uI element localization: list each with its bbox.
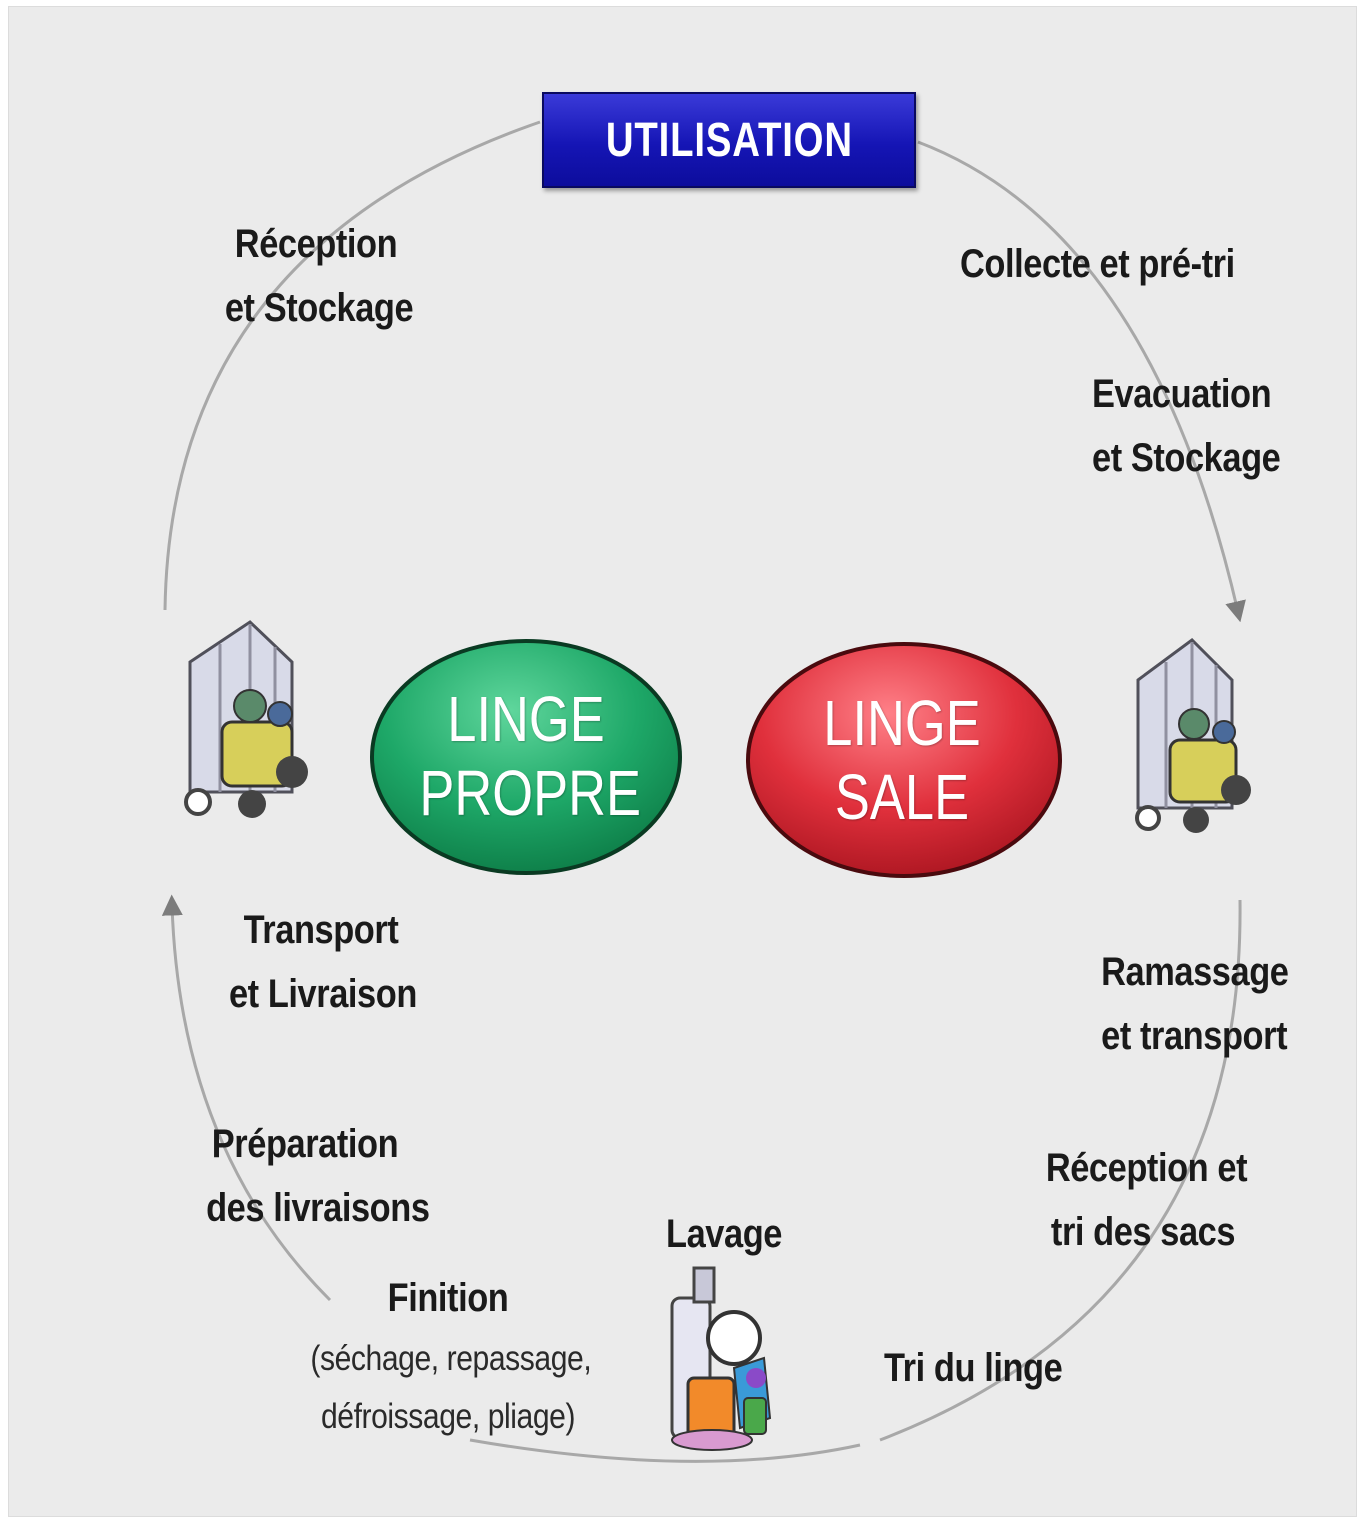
dirty-linen-line1: LINGE [823,687,981,759]
clean-linen-ellipse [370,639,682,875]
step-evacuation-line2: et Stockage [1092,436,1281,480]
step-reception-tri-sacs: Réception et tri des sacs [1045,1136,1248,1264]
cycle-arc-top-right [917,140,1246,623]
cycle-arc-bottom [469,1438,861,1463]
cycle-arc-left-top [163,120,541,611]
cycle-arc-bottom-left [161,894,332,1302]
step-collecte-text: Collecte et pré-tri [960,242,1235,286]
step-preparation-line2: des livraisons [206,1186,430,1230]
utilisation-title: UTILISATION [605,113,853,167]
step-transport-livraison: Transport et Livraison [228,898,417,1026]
step-tri-linge: Tri du linge [884,1336,1063,1400]
step-evacuation-line1: Evacuation [1092,372,1272,416]
step-ramassage-line2: et transport [1101,1014,1288,1058]
clean-linen-line2: PROPRE [419,757,642,829]
step-lavage-text: Lavage [666,1212,782,1256]
step-transport-line1: Transport [243,908,399,952]
step-reception-tri-line1: Réception et [1045,1146,1248,1190]
step-finition-detail2: défroissage, pliage) [320,1397,576,1436]
step-finition-title: Finition [387,1276,509,1320]
clean-linen-line1: LINGE [447,683,605,755]
dirty-linen-line2: SALE [834,761,970,833]
step-ramassage-transport: Ramassage et transport [1101,940,1289,1068]
dirty-linen-label: LINGE SALE [795,686,1008,834]
step-preparation-livraisons: Préparation des livraisons [206,1112,430,1240]
washing-products-icon [670,1266,772,1451]
step-transport-line2: et Livraison [228,972,417,1016]
step-tri-linge-text: Tri du linge [884,1346,1063,1390]
laundry-cart-icon [1135,638,1251,833]
step-ramassage-line1: Ramassage [1101,950,1289,994]
step-reception-stockage-line2: et Stockage [224,286,414,330]
step-preparation-line1: Préparation [211,1122,399,1166]
dirty-linen-ellipse [746,642,1062,878]
step-finition: Finition (séchage, repassage, défroissag… [310,1266,592,1446]
step-collecte-pretri: Collecte et pré-tri [960,232,1235,296]
cycle-arc-right-bottom [879,899,1242,1442]
utilisation-box: UTILISATION [542,92,916,188]
step-lavage: Lavage [666,1202,782,1266]
clean-linen-label: LINGE PROPRE [419,682,642,830]
step-reception-tri-line2: tri des sacs [1050,1210,1236,1254]
step-evacuation-stockage: Evacuation et Stockage [1092,362,1281,490]
laundry-cart-icon [184,620,308,818]
step-finition-detail1: (séchage, repassage, [310,1339,592,1378]
step-reception-stockage-line1: Réception [234,222,398,266]
step-reception-stockage: Réception et Stockage [224,212,414,340]
